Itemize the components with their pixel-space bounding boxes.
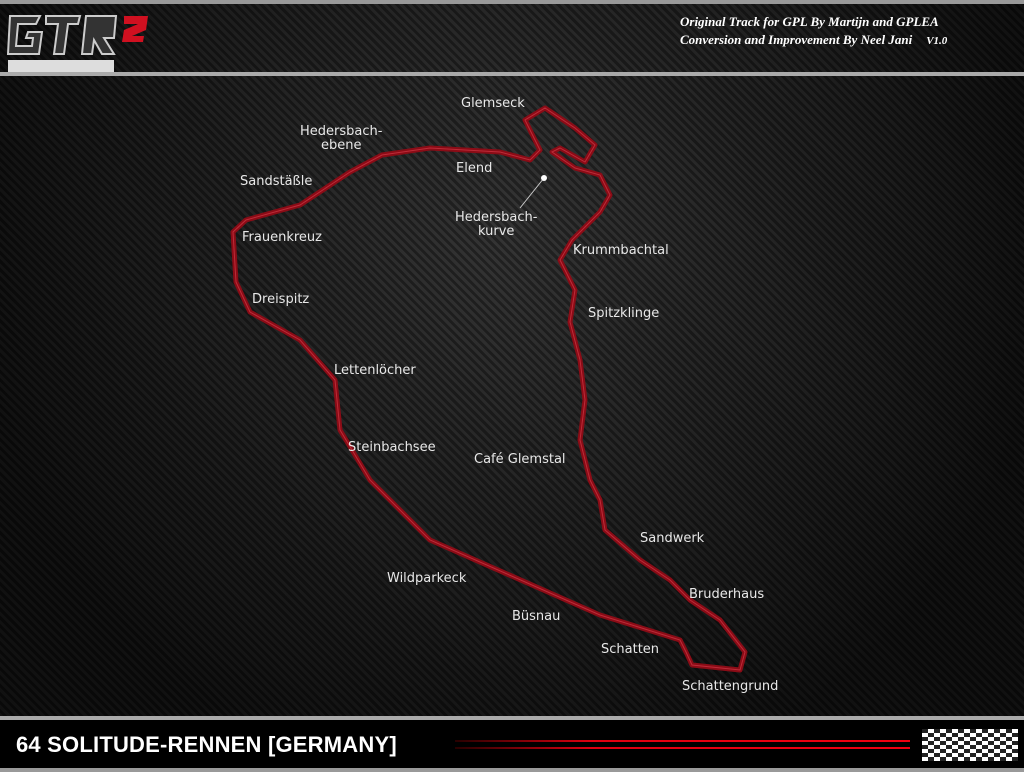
corner-label: Elend	[456, 161, 493, 176]
corner-label: Spitzklinge	[588, 306, 660, 321]
corner-label: Dreispitz	[252, 292, 310, 307]
corner-label: Hedersbach- ebene	[300, 124, 383, 153]
checkered-flag-icon	[922, 729, 1018, 761]
corner-label: Sandwerk	[640, 531, 705, 546]
credit-line-2: Conversion and Improvement By Neel Jani	[680, 32, 913, 47]
track-title: 64 SOLITUDE-RENNEN [GERMANY]	[16, 732, 397, 757]
corner-label: Café Glemstal	[474, 452, 566, 467]
corner-label: Hedersbach- kurve	[455, 210, 538, 239]
corner-label: Steinbachsee	[348, 440, 436, 455]
corner-label: Glemseck	[461, 96, 525, 111]
version-label: V1.0	[926, 35, 948, 47]
credits-block: Original Track for GPL By Martijn and GP…	[680, 13, 947, 50]
credit-line-1: Original Track for GPL By Martijn and GP…	[680, 14, 939, 29]
gtr2-logo	[6, 15, 148, 72]
corner-label: Lettenlöcher	[334, 363, 416, 378]
corner-label: Schattengrund	[682, 679, 779, 694]
corner-label: Büsnau	[512, 609, 561, 624]
corner-label: Frauenkreuz	[242, 230, 322, 245]
corner-label: Sandstäßle	[240, 174, 313, 189]
corner-label: Bruderhaus	[689, 587, 765, 602]
header-bar: Original Track for GPL By Martijn and GP…	[0, 0, 1024, 76]
red-stripe	[455, 747, 910, 749]
corner-label: Krummbachtal	[573, 243, 669, 258]
corner-label: Schatten	[601, 642, 660, 657]
corner-label: Wildparkeck	[387, 571, 467, 586]
red-stripe	[455, 740, 910, 742]
footer-bar: 64 SOLITUDE-RENNEN [GERMANY]	[0, 716, 1024, 772]
track-outline	[230, 105, 748, 673]
hedersbachkurve-marker	[541, 175, 547, 181]
